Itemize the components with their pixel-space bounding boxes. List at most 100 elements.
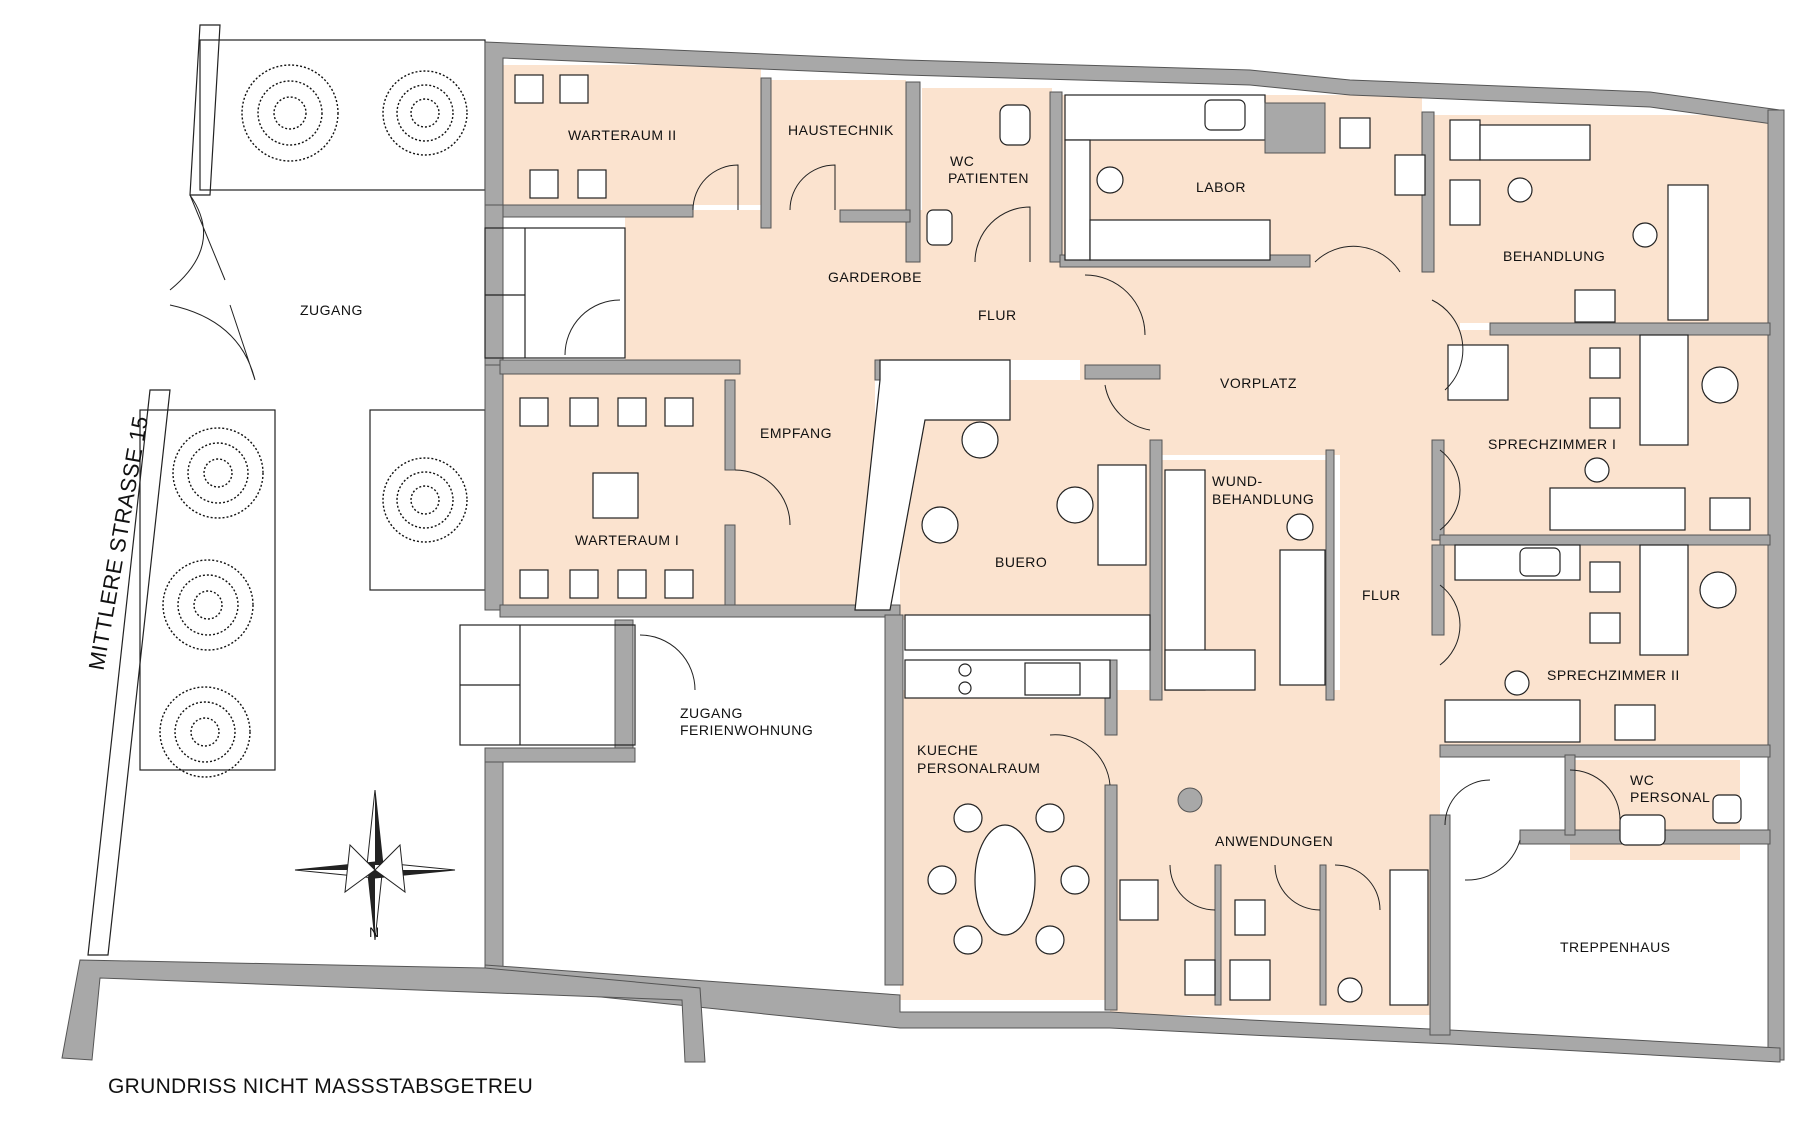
office-chair [1699, 571, 1737, 609]
exam-couch [1444, 699, 1581, 743]
desk [1097, 464, 1147, 566]
wall-kueche-right-low [1104, 784, 1118, 1011]
label-wc-patienten-2: PATIENTEN [948, 170, 1029, 186]
tree-icon [382, 70, 468, 156]
scale-disclaimer: GRUNDRISS NICHT MASSSTABSGETREU [108, 1075, 534, 1098]
chair [1589, 397, 1621, 429]
wall-ferien-top [614, 619, 634, 761]
wall-warteraum-i-bottom [499, 604, 901, 618]
wall-wund-right [1325, 449, 1335, 701]
stool [1507, 177, 1533, 203]
wall-haustechnik-right [905, 81, 921, 263]
chair [519, 569, 549, 599]
office-chair [961, 421, 999, 459]
label-anwendungen: ANWENDUNGEN [1215, 833, 1333, 849]
cabinet [1709, 497, 1751, 531]
door-sprechzimmer-ii [1439, 584, 1461, 666]
reception-counter [854, 359, 1011, 611]
lab-cabinet [1339, 117, 1371, 149]
label-labor: LABOR [1196, 179, 1246, 195]
stool [1177, 787, 1203, 813]
chair [577, 169, 607, 199]
dining-table [974, 824, 1036, 936]
chair [1589, 561, 1621, 593]
dining-chair [953, 925, 983, 955]
sink [926, 209, 953, 246]
door-ferienwohnung [639, 634, 696, 691]
wall-buero-top [1084, 364, 1161, 380]
table [592, 472, 639, 519]
wall-garden-bottom [61, 959, 706, 1063]
label-wund-2: BEHANDLUNG [1212, 491, 1314, 507]
label-garderobe: GARDEROBE [828, 269, 922, 285]
lab-cabinet [1394, 154, 1426, 196]
dining-chair [927, 865, 957, 895]
wall-warteraum-i-right-low [724, 524, 736, 611]
desk [1639, 334, 1689, 446]
sink [1447, 344, 1509, 401]
planter-top [199, 39, 486, 191]
label-flur-right: FLUR [1362, 587, 1401, 603]
chair [664, 397, 694, 427]
sink [1619, 814, 1666, 846]
sink [1519, 547, 1561, 577]
exam-couch [1279, 549, 1326, 686]
office-chair [921, 506, 959, 544]
wall-outer-top [484, 41, 1781, 206]
label-behandlung: BEHANDLUNG [1503, 248, 1605, 264]
wall-anwendungen-right [1429, 814, 1451, 1036]
label-zugang-ferienwohnung-1: ZUGANG [680, 705, 743, 721]
wund-counter-bottom [1164, 649, 1256, 691]
label-warteraum-i: WARTERAUM I [575, 532, 679, 548]
wall-wc-personal-left [1564, 754, 1576, 836]
door-haustechnik [789, 164, 836, 211]
label-buero: BUERO [995, 554, 1047, 570]
cabinet [1184, 959, 1216, 996]
lab-appliance [1264, 102, 1326, 154]
stool [1286, 513, 1314, 541]
wall-ferien-right [884, 614, 904, 986]
gate-door-upper [169, 194, 226, 291]
label-warteraum-ii: WARTERAUM II [568, 127, 677, 143]
chair [514, 74, 544, 104]
chair [664, 569, 694, 599]
door-cabin-2 [1274, 864, 1321, 911]
dining-chair [1035, 803, 1065, 833]
dining-chair [1035, 925, 1065, 955]
label-zugang-ferienwohnung-2: FERIENWOHNUNG [680, 722, 813, 738]
cabinet [1449, 119, 1481, 161]
counter [1479, 124, 1591, 161]
chair [569, 397, 599, 427]
chair [1589, 612, 1621, 644]
gate-door-lower [169, 304, 256, 381]
buero-cabinets [904, 614, 1151, 651]
label-vorplatz: VORPLATZ [1220, 375, 1297, 391]
entrance-steps [459, 227, 636, 746]
tree-icon [241, 64, 339, 162]
wall-sprech-i-left [1431, 439, 1445, 541]
door-flur-vorplatz [1084, 274, 1146, 336]
toilet [1712, 794, 1742, 824]
planter-left [139, 409, 276, 771]
label-haustechnik: HAUSTECHNIK [788, 122, 894, 138]
wall-cabin-divider-1 [1214, 864, 1222, 1006]
dining-chair [1060, 865, 1090, 895]
label-wund-1: WUND- [1212, 473, 1263, 489]
wall-behandlung-bottom [1489, 322, 1771, 336]
label-kueche-1: KUECHE [917, 742, 978, 758]
door-sprechzimmer-i [1439, 449, 1461, 531]
chair [569, 569, 599, 599]
label-sprechzimmer-i: SPRECHZIMMER I [1488, 436, 1616, 452]
label-empfang: EMPFANG [760, 425, 832, 441]
chair [529, 169, 559, 199]
door-kueche [1049, 734, 1111, 786]
door-buero [1104, 384, 1151, 431]
door-cabin-1 [1169, 864, 1216, 911]
door-behandlung [1431, 299, 1464, 391]
wall-flur-top-bottom [499, 359, 741, 375]
wall-outer-bottom [484, 964, 1781, 1063]
chair [1589, 347, 1621, 379]
wall-outer-right [1767, 109, 1785, 1061]
wall-outer-left-upper [484, 204, 504, 366]
wall-outer-left-mid [484, 364, 504, 611]
